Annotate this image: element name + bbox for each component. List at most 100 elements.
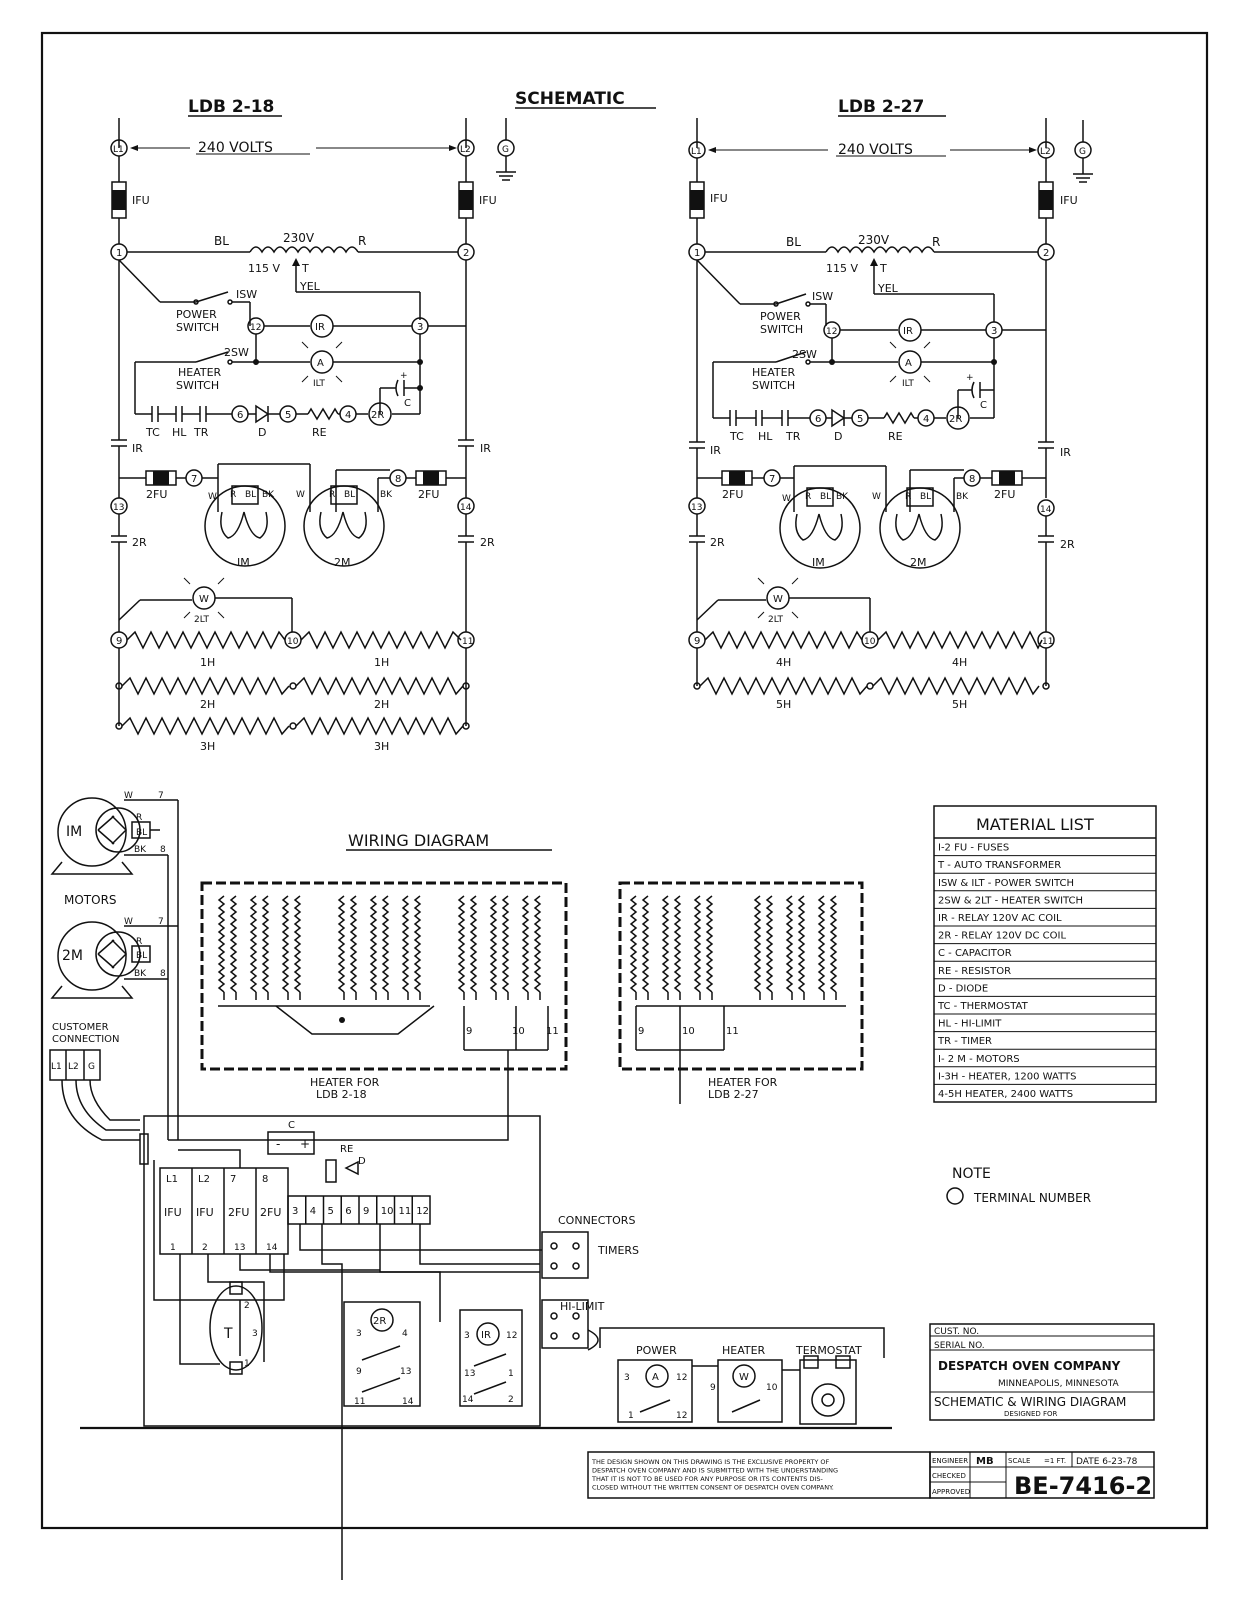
heater-box-ldb-2-27 bbox=[618, 881, 864, 1071]
svg-text:W: W bbox=[199, 594, 209, 605]
svg-text:2SW: 2SW bbox=[792, 348, 817, 361]
svg-text:W: W bbox=[296, 490, 305, 500]
heater-4h-a bbox=[704, 630, 863, 650]
svg-text:3: 3 bbox=[991, 326, 997, 337]
heater-element bbox=[817, 895, 826, 993]
relay-2r-coil bbox=[368, 402, 392, 426]
sheet-border bbox=[40, 31, 1209, 1530]
svg-text:7: 7 bbox=[769, 474, 775, 485]
svg-text:9: 9 bbox=[356, 1367, 362, 1377]
svg-text:W: W bbox=[872, 492, 881, 502]
note: NOTE TERMINAL NUMBER bbox=[946, 1166, 1091, 1205]
svg-text:115 V: 115 V bbox=[826, 262, 858, 275]
svg-text:NOTE: NOTE bbox=[952, 1166, 991, 1182]
svg-text:R: R bbox=[805, 492, 811, 502]
svg-text:2R: 2R bbox=[710, 536, 725, 549]
svg-text:BK: BK bbox=[836, 492, 849, 502]
thermostat-unit bbox=[799, 1359, 857, 1425]
svg-text:BL: BL bbox=[820, 492, 831, 502]
heater-switch-unit bbox=[717, 1359, 783, 1423]
svg-text:ISW: ISW bbox=[236, 288, 257, 301]
svg-text:2R: 2R bbox=[132, 536, 147, 549]
svg-text:2FU: 2FU bbox=[994, 488, 1015, 501]
svg-text:2LT: 2LT bbox=[768, 615, 784, 625]
svg-text:11: 11 bbox=[546, 1026, 559, 1037]
heater-element bbox=[661, 895, 670, 993]
svg-text:SWITCH: SWITCH bbox=[760, 323, 803, 336]
svg-text:10: 10 bbox=[512, 1026, 525, 1037]
svg-text:2R: 2R bbox=[371, 410, 384, 421]
svg-text:1H: 1H bbox=[374, 656, 389, 669]
svg-text:2H: 2H bbox=[200, 698, 215, 711]
disclaimer-line: DESPATCH OVEN COMPANY AND IS SUBMITTED W… bbox=[592, 1467, 838, 1475]
heater-element bbox=[501, 895, 510, 993]
motor-1m-wiring bbox=[57, 797, 127, 867]
schematic-title: SCHEMATIC bbox=[515, 89, 625, 109]
svg-text:BK: BK bbox=[262, 490, 275, 500]
svg-text:11: 11 bbox=[462, 637, 473, 647]
voltage-label: 240 VOLTS bbox=[198, 140, 273, 156]
svg-text:5H: 5H bbox=[776, 698, 791, 711]
svg-text:2FU: 2FU bbox=[418, 488, 439, 501]
heater-element bbox=[797, 895, 806, 993]
terminal-fuse-label: IFU bbox=[164, 1206, 182, 1219]
terminal-fuse-label: IFU bbox=[196, 1206, 214, 1219]
svg-text:6: 6 bbox=[815, 414, 821, 425]
svg-text:R: R bbox=[136, 813, 142, 823]
heater-element bbox=[337, 895, 346, 993]
svg-text:14: 14 bbox=[402, 1397, 414, 1407]
svg-text:L2: L2 bbox=[68, 1062, 79, 1072]
svg-text:IR: IR bbox=[480, 442, 491, 455]
heater-element bbox=[293, 895, 302, 993]
svg-text:3H: 3H bbox=[374, 740, 389, 753]
model-title-right: LDB 2-27 bbox=[838, 97, 924, 117]
svg-text:IFU: IFU bbox=[479, 194, 497, 207]
svg-text:BL: BL bbox=[344, 490, 355, 500]
svg-text:MB: MB bbox=[976, 1456, 994, 1467]
svg-text:A: A bbox=[317, 358, 324, 369]
svg-text:MOTORS: MOTORS bbox=[64, 893, 117, 907]
svg-text:3: 3 bbox=[417, 322, 423, 333]
svg-text:BK: BK bbox=[134, 845, 147, 855]
svg-text:W: W bbox=[208, 492, 217, 502]
svg-text:1: 1 bbox=[508, 1369, 514, 1379]
svg-text:240 VOLTS: 240 VOLTS bbox=[838, 142, 913, 158]
material-list-item: I-3H - HEATER, 1200 WATTS bbox=[938, 1071, 1076, 1082]
heater-5h-b bbox=[872, 676, 1040, 696]
material-list-item: I- 2 M - MOTORS bbox=[938, 1054, 1020, 1065]
svg-text:CONNECTION: CONNECTION bbox=[52, 1034, 120, 1045]
svg-text:5: 5 bbox=[285, 410, 291, 421]
svg-text:IR: IR bbox=[481, 1330, 491, 1341]
svg-text:C: C bbox=[288, 1120, 295, 1131]
svg-text:IR: IR bbox=[132, 442, 143, 455]
svg-text:POWER: POWER bbox=[176, 308, 217, 321]
schematic-ldb-2-27: LDB 2-27 L1 L2 G 240 VOLTS IFU IFU 1 2 B… bbox=[688, 97, 1093, 711]
heater-element bbox=[765, 895, 774, 993]
svg-text:2SW: 2SW bbox=[224, 346, 249, 359]
svg-text:BL: BL bbox=[136, 951, 147, 961]
svg-text:IR: IR bbox=[315, 322, 325, 333]
svg-text:BK: BK bbox=[380, 490, 393, 500]
terminal-strip-label: 12 bbox=[416, 1206, 429, 1217]
svg-text:230V: 230V bbox=[283, 231, 315, 245]
wiring-diagram: WIRING DIAGRAM IM W 7 R BL BK 8 MOTORS 2… bbox=[49, 791, 892, 1580]
svg-text:L1: L1 bbox=[691, 147, 702, 157]
svg-text:BL: BL bbox=[786, 235, 801, 249]
terminal-strip-label: 3 bbox=[292, 1206, 298, 1217]
svg-text:R: R bbox=[905, 492, 911, 502]
svg-text:+: + bbox=[966, 373, 974, 383]
material-list-item: IR - RELAY 120V AC COIL bbox=[938, 913, 1062, 924]
svg-text:L2: L2 bbox=[460, 145, 471, 155]
terminal-top-label: L1 bbox=[166, 1174, 178, 1185]
heater-box-ldb-2-18 bbox=[200, 881, 568, 1071]
svg-text:8: 8 bbox=[160, 969, 166, 979]
svg-text:TC: TC bbox=[145, 426, 160, 439]
svg-text:W: W bbox=[739, 1372, 749, 1383]
hi-limit-connector bbox=[541, 1299, 589, 1349]
svg-text:14: 14 bbox=[1040, 505, 1052, 515]
resistor-re bbox=[307, 407, 339, 421]
disclaimer-line: THAT IT IS NOT TO BE USED FOR ANY PURPOS… bbox=[591, 1475, 824, 1483]
svg-text:12: 12 bbox=[826, 327, 837, 337]
svg-text:13: 13 bbox=[400, 1367, 411, 1377]
